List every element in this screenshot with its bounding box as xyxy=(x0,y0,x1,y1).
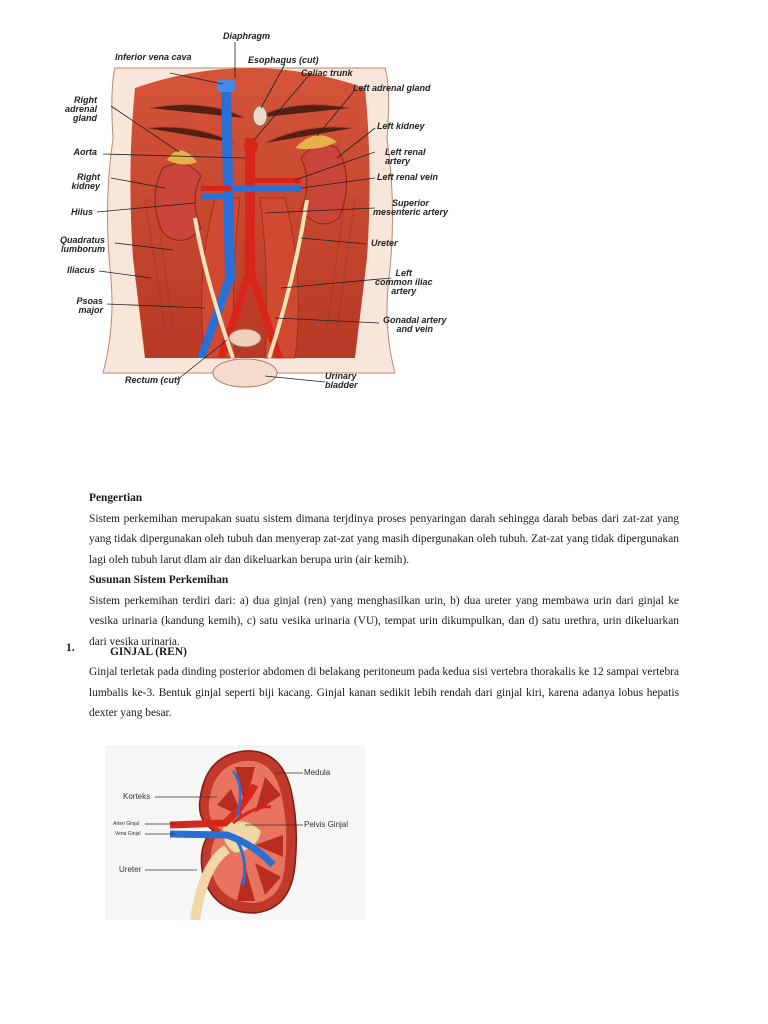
label-right-adrenal-gland: Right adrenal gland xyxy=(55,96,97,123)
label-medula: Medula xyxy=(304,768,330,777)
kidney-cross-section-figure: Medula Korteks Arteri Ginjal Vena Ginjal… xyxy=(105,745,365,920)
label-ureter: Ureter xyxy=(371,239,398,248)
label-psoas-major: Psoas major xyxy=(55,297,103,315)
section-ginjal: GINJAL (REN) xyxy=(110,642,679,663)
heading-ginjal: GINJAL (REN) xyxy=(110,642,679,663)
paragraph-ginjal: Ginjal terletak pada dinding posterior a… xyxy=(89,662,679,724)
label-left-common-iliac-artery: Left common iliac artery xyxy=(375,269,433,296)
heading-pengertian: Pengertian xyxy=(89,488,679,509)
section-ginjal-body: Ginjal terletak pada dinding posterior a… xyxy=(89,662,679,724)
item-number-1: 1. xyxy=(66,642,75,654)
label-left-kidney: Left kidney xyxy=(377,122,425,131)
label-celiac-trunk: Celiac trunk xyxy=(301,69,353,78)
label-quadratus-lumborum: Quadratus lumborum xyxy=(55,236,105,254)
label-esophagus: Esophagus (cut) xyxy=(248,56,319,65)
label-rectum: Rectum (cut) xyxy=(125,376,180,385)
label-right-kidney: Right kidney xyxy=(55,173,100,191)
urinary-system-anatomy-figure: Diaphragm Inferior vena cava Esophagus (… xyxy=(55,28,465,408)
label-urinary-bladder: Urinary bladder xyxy=(325,372,358,390)
label-arteri-ginjal: Arteri Ginjal xyxy=(113,821,139,827)
paragraph-pengertian: Sistem perkemihan merupakan suatu sistem… xyxy=(89,509,679,571)
label-iliacus: Iliacus xyxy=(55,266,95,275)
label-korteks: Korteks xyxy=(123,792,150,801)
label-pelvis-ginjal: Pelvis Ginjal xyxy=(304,820,348,829)
label-aorta: Aorta xyxy=(55,148,97,157)
label-inferior-vena-cava: Inferior vena cava xyxy=(115,53,192,62)
label-vena-ginjal: Vena Ginjal xyxy=(115,831,141,837)
label-left-renal-artery: Left renal artery xyxy=(385,148,426,166)
label-left-adrenal-gland: Left adrenal gland xyxy=(353,84,431,93)
label-diaphragm: Diaphragm xyxy=(223,32,270,41)
label-hilus: Hilus xyxy=(55,208,93,217)
label-gonadal-artery-vein: Gonadal artery and vein xyxy=(383,316,447,334)
section-pengertian: Pengertian Sistem perkemihan merupakan s… xyxy=(89,488,679,652)
heading-susunan-sistem: Susunan Sistem Perkemihan xyxy=(89,570,679,591)
label-ureter-kidney: Ureter xyxy=(119,865,141,874)
label-superior-mesenteric-artery: Superior mesenteric artery xyxy=(373,199,448,217)
label-left-renal-vein: Left renal vein xyxy=(377,173,438,182)
